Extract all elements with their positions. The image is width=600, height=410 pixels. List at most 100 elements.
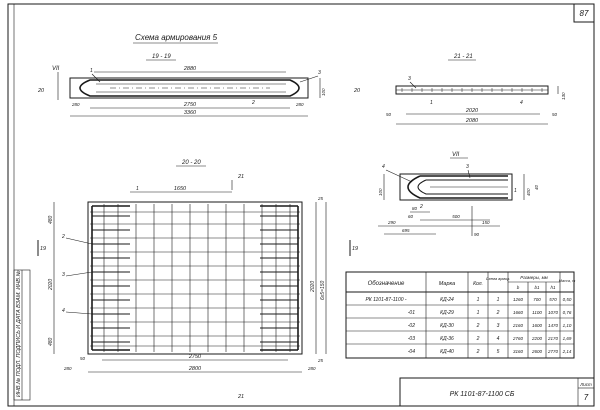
- row1-b1: 1100: [532, 310, 542, 315]
- row4-mass: 2,14: [562, 349, 572, 354]
- row2-scheme: 3: [497, 323, 500, 329]
- row3-scheme: 4: [497, 336, 500, 342]
- col-designation: Обозначение: [368, 281, 405, 287]
- section-21-view: 21 - 21 3 1 4 2020 2080 50 50 130: [386, 54, 566, 125]
- row2-h: 1470: [548, 323, 559, 328]
- node-vii-detail: VII 4 3 1 2 400 40 100 80 500 60 290 150…: [378, 152, 539, 237]
- row4-scheme: 5: [497, 349, 500, 355]
- row2-mark: КД-30: [440, 323, 454, 329]
- row3-h: 2170: [547, 336, 559, 341]
- dim-2080: 2080: [465, 118, 479, 124]
- drawing-title: Схема армирования 5: [135, 33, 218, 42]
- section-20-label: 20 - 20: [181, 160, 201, 166]
- row0-mass: 0,50: [563, 297, 572, 302]
- row0-h: 570: [549, 297, 557, 302]
- stamp: РК 1101-87-1100 СБ Лист 7: [399, 377, 595, 407]
- dim-vii-290: 290: [387, 220, 396, 225]
- col-sizes: Размеры, мм: [520, 275, 548, 280]
- dim-vii-40: 40: [534, 184, 539, 190]
- side-strip: ИНВ.№ ПОДЛ. ПОДПИСЬ И ДАТА ВЗАМ. ИНВ.№: [13, 269, 31, 401]
- row4-qty: 2: [476, 349, 480, 355]
- row0-designation: РК 1101-87-1100 -: [365, 297, 406, 303]
- section-19-mark-left: 19: [40, 246, 46, 252]
- dim-6x5-150: 6x5=150: [320, 280, 326, 300]
- col-mass: Масса, т: [559, 279, 576, 283]
- row0-mark: КД-24: [440, 297, 454, 303]
- row3-mass: 1,69: [563, 336, 572, 341]
- dim-140: 130: [561, 92, 566, 100]
- dim-50-left: 50: [386, 112, 392, 117]
- section-19-mark-right: 19: [352, 246, 358, 252]
- section-mark-vii: VII: [52, 66, 60, 72]
- row0-b: 1260: [513, 297, 524, 302]
- dim-25-bottom: 25: [317, 358, 324, 363]
- row2-mass: 1,10: [563, 323, 572, 328]
- callout-19-1: 1: [90, 68, 93, 74]
- callout-21-4: 4: [520, 100, 523, 106]
- row1-mark: КД-29: [440, 310, 454, 316]
- dim-vii-90: 90: [474, 232, 480, 237]
- row0-scheme: 1: [497, 297, 500, 303]
- callout-20-1: 1: [136, 186, 139, 192]
- callout-20-2: 2: [61, 234, 65, 240]
- callout-21-3: 3: [408, 76, 411, 82]
- row4-b: 3160: [513, 349, 524, 354]
- row3-mark: КД-36: [440, 336, 454, 342]
- row3-designation: -03: [408, 336, 415, 342]
- row1-qty: 1: [477, 310, 480, 316]
- dim-vii-80: 80: [412, 206, 418, 211]
- row2-qty: 2: [476, 323, 480, 329]
- row4-b1: 2600: [531, 349, 543, 354]
- row0-b1: 700: [533, 297, 541, 302]
- col-b1: b1: [534, 285, 540, 290]
- callout-vii-1: 1: [514, 188, 517, 194]
- sheet-number: 87: [580, 9, 589, 18]
- dim-50-right: 50: [552, 112, 558, 117]
- dim-280a: 280: [71, 102, 80, 107]
- spec-table: Обозначение Марка Кол. Схема армир. Разм…: [345, 271, 576, 359]
- section-19-label: 19 - 19: [152, 54, 171, 60]
- side-strip-text: ИНВ.№ ПОДЛ. ПОДПИСЬ И ДАТА ВЗАМ. ИНВ.№: [16, 271, 22, 397]
- section-20-mark-right: 20: [353, 88, 361, 94]
- row3-qty: 2: [476, 336, 480, 342]
- col-h: h1: [550, 285, 556, 290]
- stamp-sheet-value: 7: [584, 393, 589, 402]
- stamp-code: РК 1101-87-1100 СБ: [450, 391, 515, 398]
- row4-h: 2770: [547, 349, 559, 354]
- col-scheme: Схема армир.: [486, 277, 511, 281]
- row1-h: 1070: [548, 310, 559, 315]
- row3-b1: 2200: [531, 336, 543, 341]
- callout-vii-3: 3: [466, 164, 469, 170]
- dim-vii-695: 695: [402, 228, 410, 233]
- col-qty: Кол.: [473, 281, 483, 287]
- dim-vii-500: 500: [452, 214, 460, 219]
- dim-1650: 1650: [174, 186, 187, 192]
- row4-designation: -04: [408, 349, 415, 355]
- sheet-number-box: [573, 3, 595, 23]
- dim-2880: 2880: [183, 66, 197, 72]
- dim-2020-right: 2020: [310, 281, 316, 293]
- callout-19-2: 2: [251, 100, 255, 106]
- dim-280b: 280: [295, 102, 304, 107]
- section-20-mark-left: 20: [37, 88, 45, 94]
- dim-vii-150: 150: [482, 220, 490, 225]
- col-mark: Марка: [439, 281, 455, 287]
- dim-2800: 2800: [188, 366, 202, 372]
- stamp-sheet-label: Лист: [579, 382, 592, 387]
- callout-19-3: 3: [318, 70, 321, 76]
- callout-vii-4: 4: [382, 164, 385, 170]
- section-21-label: 21 - 21: [453, 54, 473, 60]
- callout-20-4: 4: [62, 308, 65, 314]
- callout-20-3: 3: [62, 272, 65, 278]
- dim-vii-60: 60: [408, 214, 414, 219]
- section-21-mark-bottom: 21: [237, 394, 244, 400]
- row1-scheme: 2: [496, 310, 500, 316]
- row0-qty: 1: [477, 297, 480, 303]
- row2-b: 2160: [512, 323, 524, 328]
- dim-2020: 2020: [465, 108, 479, 114]
- dim-3360: 3360: [184, 110, 197, 116]
- dim-480-bottom: 480: [48, 337, 54, 346]
- dim-25-top: 25: [317, 196, 324, 201]
- row2-b1: 1600: [532, 323, 543, 328]
